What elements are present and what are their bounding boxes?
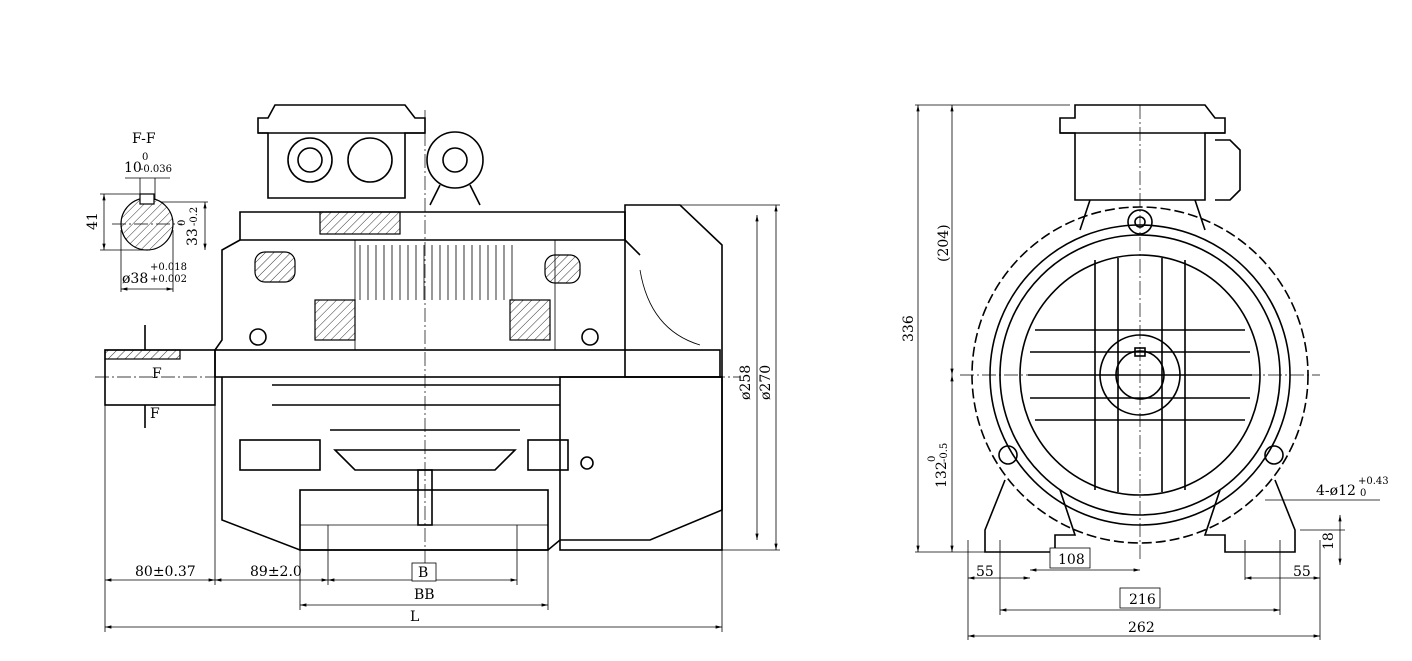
section-ff: F-F 10 0 -0.036 41 33 0 -0.2 ø38 +0.018 … [85, 131, 208, 292]
dia-258-dim: ø258 [738, 365, 754, 400]
box-height-dim: (204) [936, 224, 952, 262]
depth-tol-upper: 0 [177, 220, 188, 226]
depth-tol-lower: -0.2 [189, 207, 200, 226]
holes-tol-upper: +0.43 [1358, 476, 1389, 487]
shaft-dia-dim: ø38 [122, 271, 148, 287]
key-width-dim: 10 [124, 160, 142, 176]
key-width-tol-lower: -0.036 [140, 164, 172, 175]
section-title: F-F [132, 131, 156, 147]
dim-108: 108 [1058, 552, 1085, 568]
section-mark-top: F [152, 366, 162, 382]
shaft-tol-upper: +0.018 [150, 262, 187, 273]
height-41-dim: 41 [85, 212, 101, 230]
dim-bb: BB [414, 587, 435, 603]
section-mark-bottom: F [150, 406, 160, 422]
total-height-dim: 336 [901, 315, 917, 342]
foot-right-dim: 55 [1293, 564, 1311, 580]
shaft-tol-lower: +0.002 [150, 274, 187, 285]
depth-dim: 33 [185, 228, 201, 246]
dim-b: B [418, 565, 428, 581]
end-view: 336 (204) 132 0 -0.5 4-ø12 +0.43 0 18 55… [901, 104, 1389, 640]
holes-dim: 4-ø12 [1316, 483, 1356, 499]
shaft-height-dim: 132 [934, 461, 950, 488]
dim-c: 89±2.0 [250, 564, 302, 580]
shaft-length-dim: 80±0.37 [135, 564, 196, 580]
foot-height-dim: 18 [1321, 532, 1337, 550]
foot-left-dim: 55 [976, 564, 994, 580]
key-width-tol-upper: 0 [142, 152, 148, 163]
shaft-height-tol-lower: -0.5 [939, 443, 950, 462]
dim-l: L [410, 609, 419, 625]
side-view: F F ø258 ø270 80±0. [95, 104, 780, 632]
dia-270-dim: ø270 [758, 365, 774, 400]
stator-lines [359, 245, 513, 300]
dim-262: 262 [1128, 620, 1155, 636]
shaft-height-tol-upper: 0 [927, 456, 938, 462]
dim-216: 216 [1129, 592, 1156, 608]
holes-tol-lower: 0 [1360, 488, 1366, 499]
